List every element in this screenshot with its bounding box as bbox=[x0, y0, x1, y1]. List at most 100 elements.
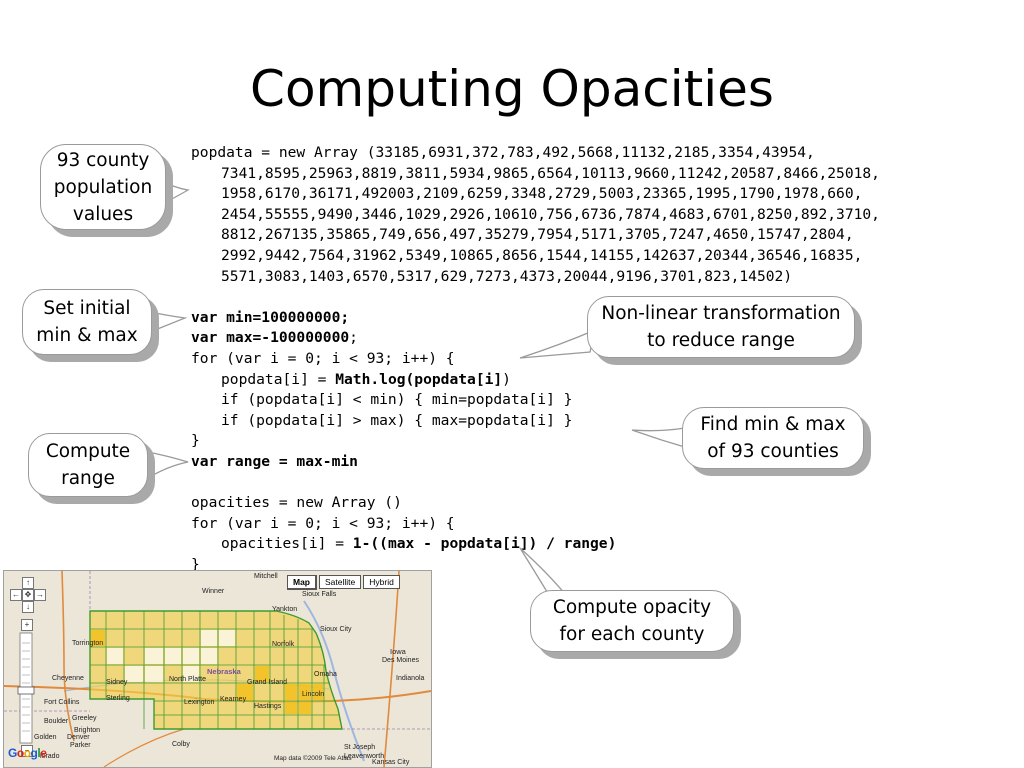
map-label: St Joseph bbox=[344, 744, 376, 751]
callout-text: 93 county bbox=[56, 149, 150, 171]
code-line: for (var i = 0; i < 93; i++) { bbox=[191, 349, 455, 367]
map-label: Cheyenne bbox=[52, 675, 84, 682]
code-line: 5571,3083,1403,6570,5317,629,7273,4373,2… bbox=[221, 267, 793, 285]
map-label: Indianola bbox=[396, 675, 425, 682]
callout-text: values bbox=[72, 203, 134, 225]
callout-set-min-max: Set initial min & max bbox=[22, 289, 152, 355]
code-line: 8812,267135,35865,749,656,497,35279,7954… bbox=[221, 226, 854, 244]
pan-down-button[interactable]: ↓ bbox=[22, 601, 34, 613]
code-bold: var range = max-min bbox=[191, 452, 358, 470]
callout-text: for each county bbox=[559, 624, 705, 645]
logo-letter: l bbox=[37, 746, 41, 760]
code-line: 7341,8595,25963,8819,3811,5934,9865,6564… bbox=[221, 164, 880, 182]
tail-set-min-max bbox=[149, 311, 188, 333]
map-label: Sioux Falls bbox=[302, 591, 337, 598]
road bbox=[103, 728, 185, 767]
callout-text: min & max bbox=[36, 325, 138, 346]
code-text: popdata[i] = bbox=[221, 370, 336, 388]
road bbox=[383, 571, 400, 767]
code-line: var range = max-min bbox=[191, 452, 880, 473]
map-label: Parker bbox=[70, 742, 91, 749]
map-label: Grand Island bbox=[247, 679, 288, 686]
map-label: Mitchell bbox=[254, 573, 278, 580]
code-line: opacities = new Array () bbox=[191, 494, 402, 512]
pan-right-button[interactable]: → bbox=[34, 589, 46, 601]
callout-find-min-max: Find min & max of 93 counties bbox=[682, 407, 864, 469]
map-view[interactable]: ↑ ← ✥ → ↓ + − Map Satellite Hybrid Mitch… bbox=[3, 570, 432, 768]
code-line: var max=-100000000; bbox=[191, 328, 880, 349]
map-label: Des Moines bbox=[382, 657, 419, 664]
pan-center-button[interactable]: ✥ bbox=[22, 589, 34, 601]
zoom-out-button[interactable]: − bbox=[21, 745, 33, 757]
callout-text: to reduce range bbox=[647, 330, 795, 351]
road bbox=[61, 571, 75, 742]
map-label: Sioux City bbox=[320, 626, 352, 633]
map-label: Kansas City bbox=[372, 759, 410, 766]
map-type-control: Map Satellite Hybrid bbox=[285, 575, 400, 590]
logo-letter: e bbox=[40, 746, 47, 760]
code-line: } bbox=[191, 432, 200, 450]
pan-left-button[interactable]: ← bbox=[10, 589, 22, 601]
river bbox=[303, 600, 365, 762]
code-bold: Math.log(popdata[i] bbox=[335, 370, 503, 388]
code-line: var min=100000000; bbox=[191, 308, 880, 329]
zoom-slider-ticks bbox=[22, 642, 30, 732]
tail-compute-range bbox=[147, 451, 189, 480]
google-logo[interactable]: Google bbox=[8, 746, 47, 760]
code-line: } bbox=[191, 555, 200, 573]
callout-text: Compute bbox=[45, 441, 131, 462]
code-line: popdata[i] = Math.log(popdata[i]) bbox=[191, 370, 880, 391]
code-line: 2454,55555,9490,3446,1029,2926,10610,756… bbox=[221, 205, 880, 223]
map-label: Fort Collins bbox=[44, 699, 80, 706]
code-text: ) bbox=[502, 370, 511, 388]
map-label: Lincoln bbox=[302, 691, 325, 698]
map-canvas[interactable] bbox=[4, 571, 431, 767]
map-copyright: Map data ©2009 Tele Atlas bbox=[274, 755, 352, 762]
map-label: Brighton bbox=[74, 727, 101, 734]
logo-letter: o bbox=[16, 746, 24, 760]
code-line: if (popdata[i] > max) { max=popdata[i] } bbox=[221, 411, 573, 429]
code-line: 1958,6170,36171,492003,2109,6259,3348,27… bbox=[221, 185, 863, 203]
map-label: North Platte bbox=[169, 676, 206, 683]
map-label: Winner bbox=[202, 588, 225, 595]
callout-text: Compute opacity bbox=[552, 597, 712, 618]
map-label: Hastings bbox=[254, 703, 282, 710]
map-label: Leavenworth bbox=[344, 753, 385, 760]
county-grid bbox=[90, 611, 340, 729]
map-label: Colby bbox=[172, 741, 190, 748]
map-type-map-button[interactable]: Map bbox=[287, 575, 317, 590]
code-text: opacities[i] = bbox=[221, 535, 353, 553]
zoom-in-button[interactable]: + bbox=[21, 619, 33, 631]
callout-text: Non-linear transformation bbox=[601, 303, 841, 324]
callout-text: Find min & max bbox=[700, 414, 846, 435]
map-type-hybrid-button[interactable]: Hybrid bbox=[363, 575, 400, 589]
map-label: Nebraska bbox=[207, 667, 241, 676]
callout-text: Set initial bbox=[43, 298, 131, 319]
code-line: if (popdata[i] < min) { min=popdata[i] } bbox=[221, 391, 573, 409]
code-bold: var max=-100000000 bbox=[191, 329, 350, 347]
code-bold: var min=100000000; bbox=[191, 308, 350, 326]
map-label: Lexington bbox=[184, 699, 215, 706]
map-label: Sterling bbox=[106, 695, 130, 702]
callout-nonlinear: Non-linear transformation to reduce range bbox=[587, 296, 855, 358]
map-label: Yankton bbox=[272, 606, 298, 613]
pan-up-button[interactable]: ↑ bbox=[22, 577, 34, 589]
map-type-satellite-button[interactable]: Satellite bbox=[319, 575, 362, 589]
map-label: Iowa bbox=[390, 647, 406, 656]
low-opacity-counties bbox=[107, 630, 235, 682]
logo-letter: g bbox=[30, 746, 38, 760]
map-label: Golden bbox=[34, 734, 57, 741]
code-line-blank bbox=[191, 473, 880, 494]
map-label: Boulder bbox=[44, 718, 69, 725]
map-label: Torrington bbox=[72, 640, 104, 647]
map-label: Norfolk bbox=[272, 641, 295, 648]
callout-text: of 93 counties bbox=[707, 441, 839, 462]
logo-letter: o bbox=[23, 746, 31, 760]
callout-compute-opacity: Compute opacity for each county bbox=[530, 590, 734, 652]
code-line: opacities[i] = 1-((max - popdata[i]) / r… bbox=[191, 534, 880, 555]
map-label: Denver bbox=[67, 734, 90, 741]
code-line: popdata = new Array (33185,6931,372,783,… bbox=[191, 144, 815, 161]
zoom-slider-handle bbox=[17, 686, 35, 695]
